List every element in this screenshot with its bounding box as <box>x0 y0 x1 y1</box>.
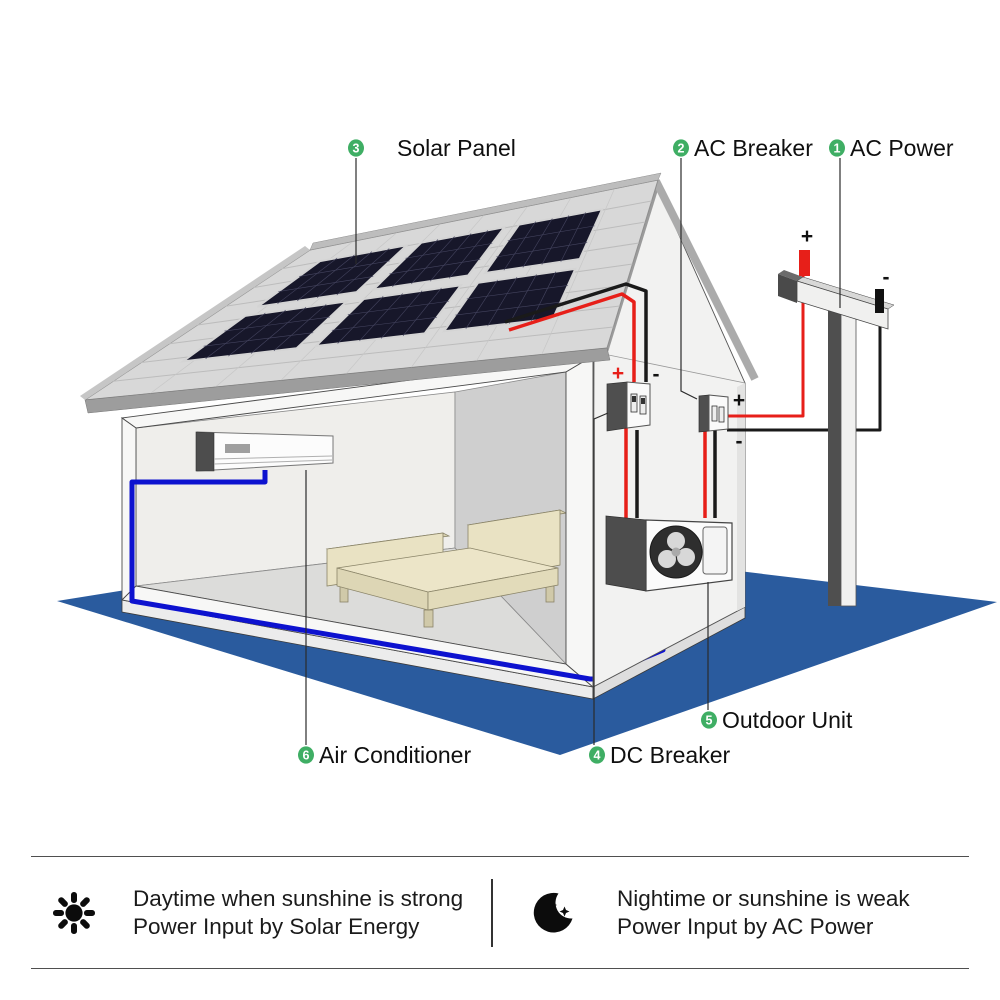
grid-wire-neutral <box>727 300 882 432</box>
badge-6 <box>298 746 314 764</box>
gable-rake-back <box>652 179 759 381</box>
pv-wire-positive <box>508 292 636 382</box>
bed <box>325 509 568 628</box>
solar-panel <box>441 267 577 333</box>
leader-dc-breaker <box>593 412 609 745</box>
pole-crossarm: + - <box>778 225 895 330</box>
nighttime-line1: Nightime or sunshine is weak <box>617 885 910 911</box>
solar-panel <box>257 243 410 308</box>
badge-5 <box>701 711 717 729</box>
roof-left-rake <box>80 246 310 400</box>
badge-3-num: 3 <box>353 142 360 156</box>
solar-panel <box>179 299 350 363</box>
indoor-ac-unit <box>195 431 334 472</box>
leader-ac-breaker <box>680 158 698 400</box>
ac-breaker-box: + - <box>698 389 745 453</box>
daytime-line2: Power Input by Solar Energy <box>133 913 420 939</box>
sun-icon <box>51 890 97 936</box>
eave-fascia <box>84 347 611 414</box>
daytime-text: Daytime when sunshine is strong Power In… <box>133 885 463 941</box>
roof <box>80 172 662 414</box>
outdoor-unit-side-panel <box>702 526 728 575</box>
pv-wire-negative <box>504 282 648 382</box>
grid-wire-live <box>727 262 805 418</box>
pole-terminal-negative <box>875 289 884 313</box>
dc-breaker-box: + - <box>606 362 660 432</box>
badge-1-num: 1 <box>834 142 841 156</box>
nighttime-text: Nightime or sunshine is weak Power Input… <box>617 885 910 941</box>
nighttime-line2: Power Input by AC Power <box>617 913 874 939</box>
solar-panel <box>313 283 464 348</box>
pole-minus-sign: - <box>883 266 890 289</box>
badge-4 <box>589 746 605 764</box>
dc-minus-sign: - <box>653 363 660 386</box>
label-solar-panel: Solar Panel <box>397 135 516 161</box>
badge-2 <box>673 139 689 157</box>
moon-icon <box>529 890 575 936</box>
daytime-info: Daytime when sunshine is strong Power In… <box>31 885 491 941</box>
ac-plus-sign: + <box>733 389 745 412</box>
label-ac-breaker: AC Breaker <box>694 135 813 161</box>
outdoor-unit <box>605 515 733 592</box>
badge-6-num: 6 <box>303 749 310 763</box>
ac-minus-sign: - <box>736 430 743 453</box>
indoor-ac-end-cap <box>195 431 215 472</box>
utility-pole: + - <box>778 225 895 607</box>
legend-footer: Daytime when sunshine is strong Power In… <box>31 856 969 969</box>
dc-plus-sign: + <box>612 362 624 385</box>
indoor-ac-display <box>225 444 250 453</box>
label-ac-power: AC Power <box>850 135 954 161</box>
pole-terminal-positive <box>799 250 810 276</box>
badge-4-num: 4 <box>594 749 601 763</box>
callout-labels: 3 Solar Panel 2 AC Breaker 1 AC Power 6 … <box>298 135 954 768</box>
badge-3 <box>348 139 364 157</box>
solar-panel <box>482 207 604 275</box>
label-air-conditioner: Air Conditioner <box>319 742 471 768</box>
leader-lines <box>305 158 841 745</box>
badge-1 <box>829 139 845 157</box>
pole-plus-sign: + <box>801 225 813 248</box>
label-dc-breaker: DC Breaker <box>610 742 730 768</box>
label-outdoor-unit: Outdoor Unit <box>722 707 853 733</box>
ridge-cap <box>309 172 662 251</box>
nighttime-info: Nightime or sunshine is weak Power Input… <box>493 885 969 941</box>
fan-blades-icon <box>658 532 695 568</box>
badge-5-num: 5 <box>706 714 713 728</box>
badge-2-num: 2 <box>678 142 685 156</box>
solar-panel-array <box>179 207 604 363</box>
footer-divider <box>491 878 493 947</box>
solar-panel <box>370 225 507 292</box>
daytime-line1: Daytime when sunshine is strong <box>133 885 464 911</box>
